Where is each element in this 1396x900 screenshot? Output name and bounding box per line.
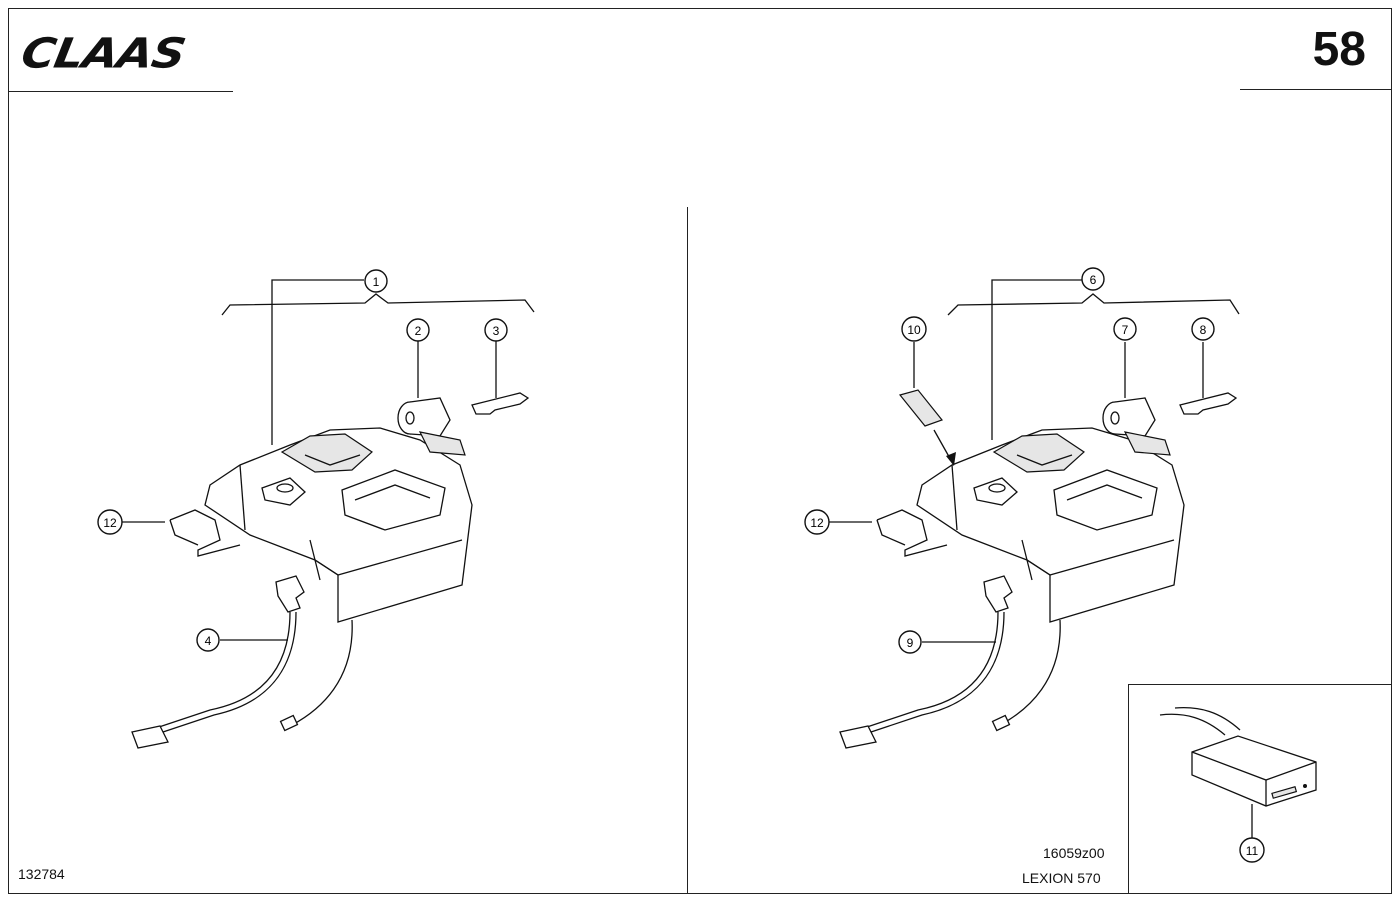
callout-7: 7: [1113, 317, 1137, 341]
callout-10: 10: [901, 316, 927, 342]
svg-text:7: 7: [1122, 323, 1129, 337]
header-rule-left: [8, 91, 233, 92]
callout-2: 2: [406, 318, 430, 342]
callout-12-left: 12: [97, 509, 123, 535]
assembly-left: [122, 279, 535, 749]
inset-module: [1159, 706, 1317, 838]
drawing-code: 16059z00: [1043, 845, 1105, 861]
detail-inset-frame: [1128, 684, 1392, 894]
model-name: LEXION 570: [1022, 870, 1101, 886]
callout-9: 9: [898, 630, 922, 654]
svg-text:3: 3: [493, 324, 500, 338]
callout-6: 6: [1081, 267, 1105, 291]
center-divider: [687, 207, 688, 894]
svg-text:11: 11: [1246, 844, 1259, 858]
callout-4: 4: [196, 628, 220, 652]
callout-3: 3: [484, 318, 508, 342]
assembly-right: [829, 279, 1240, 749]
svg-text:6: 6: [1090, 273, 1097, 287]
svg-text:1: 1: [373, 275, 380, 289]
svg-text:12: 12: [810, 516, 824, 530]
callout-12-right: 12: [804, 509, 830, 535]
page-frame: [8, 8, 1392, 894]
page-number: 58: [1312, 23, 1366, 76]
drawing-reference-left: 132784: [18, 866, 65, 882]
header-rule-right: [1240, 89, 1392, 90]
callout-1: 1: [364, 269, 388, 293]
svg-text:9: 9: [907, 636, 914, 650]
callout-11: 11: [1239, 837, 1265, 863]
svg-text:10: 10: [907, 323, 921, 337]
callout-8: 8: [1191, 317, 1215, 341]
svg-text:2: 2: [415, 324, 422, 338]
svg-text:8: 8: [1200, 323, 1207, 337]
svg-text:4: 4: [205, 634, 212, 648]
svg-text:12: 12: [103, 516, 117, 530]
